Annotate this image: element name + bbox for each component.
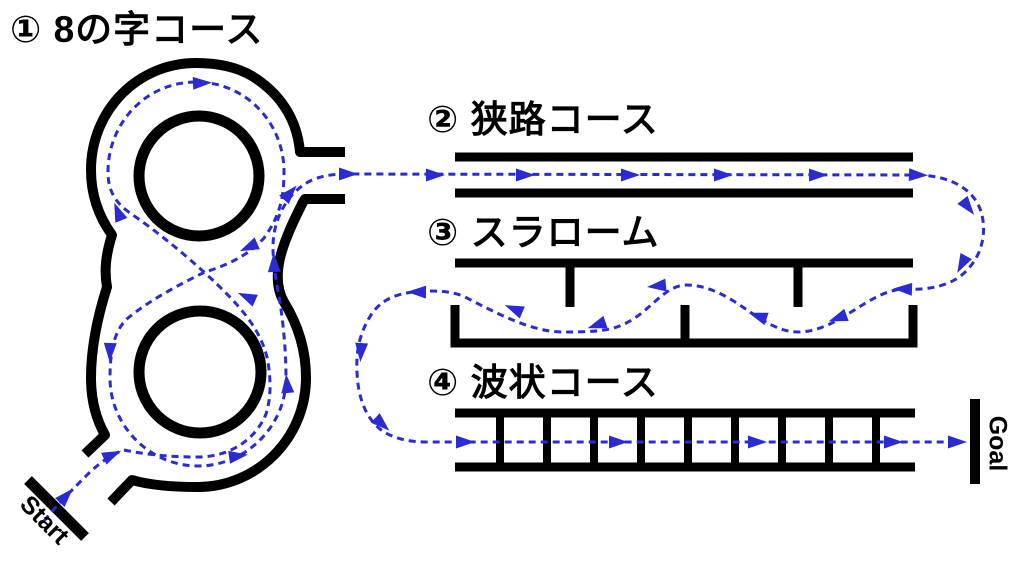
route-arrows	[55, 76, 980, 508]
slalom-course-walls	[450, 258, 918, 348]
figure8-course-walls	[81, 58, 345, 506]
figure8-bottom-inner-circle	[133, 305, 267, 439]
course-3-title: ③ スラローム	[427, 212, 660, 253]
narrow-road-course-walls	[455, 152, 913, 198]
course-2-title: ② 狭路コース	[427, 99, 659, 140]
wavy-course-walls	[455, 408, 915, 472]
course-1-title: ① 8の字コース	[10, 9, 264, 50]
course-4-title: ④ 波状コース	[427, 362, 659, 403]
figure8-top-inner-circle	[133, 110, 265, 242]
route-path	[42, 80, 986, 522]
wavy-course-rungs	[496, 413, 880, 467]
goal-label: Goal	[983, 415, 1012, 472]
